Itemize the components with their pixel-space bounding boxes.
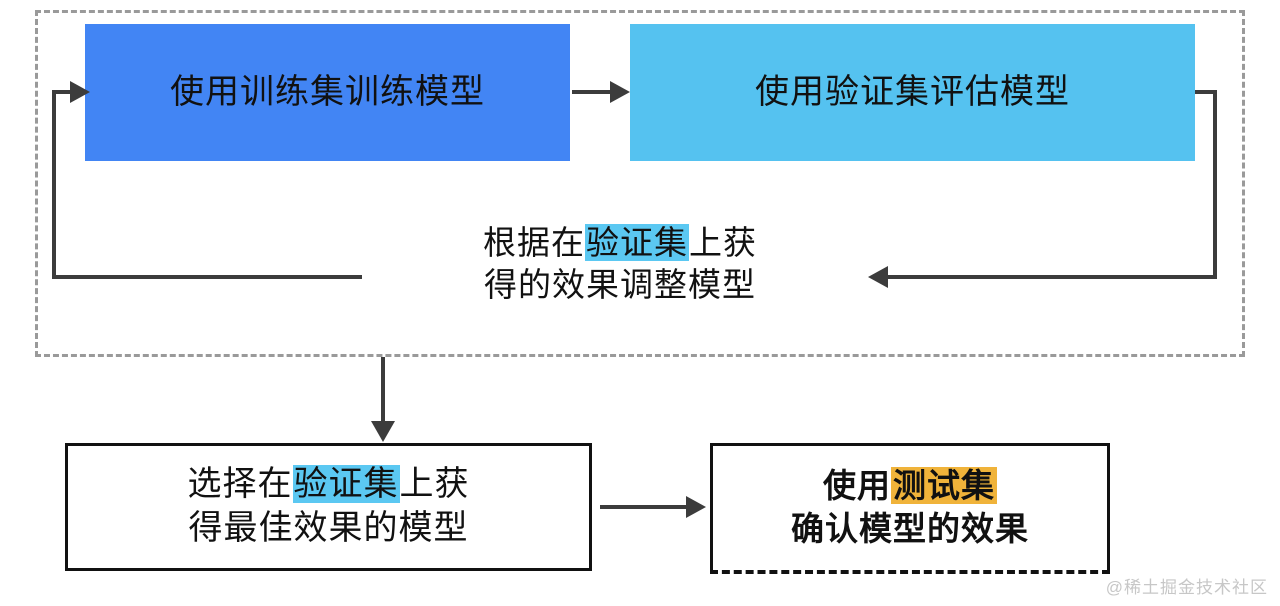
node-select-best-model-label: 选择在验证集上获 得最佳效果的模型 — [188, 463, 470, 550]
training-loop-group-border — [35, 10, 1245, 357]
connector-select-to-test-arrowhead — [686, 496, 706, 518]
loop-caption-line1-pre: 根据在 — [483, 224, 585, 261]
connector-loop-to-select-arrowhead — [371, 421, 395, 442]
node-test-testset-highlight: 测试集 — [891, 467, 997, 505]
node-select-validation-highlight: 验证集 — [292, 465, 400, 504]
loop-caption-validation-highlight: 验证集 — [585, 224, 689, 261]
loop-caption: 根据在验证集上获 得的效果调整模型 — [440, 222, 800, 306]
loop-caption-line-2: 得的效果调整模型 — [484, 266, 756, 304]
node-test-line1-pre: 使用 — [823, 467, 891, 505]
connector-feedback-left-vertical — [52, 92, 56, 277]
node-select-line1-pre: 选择在 — [187, 465, 293, 504]
node-test-label: 使用测试集 确认模型的效果 — [791, 465, 1029, 551]
connector-feedback-right-horizontal — [888, 275, 1217, 279]
node-train-model[interactable]: 使用训练集训练模型 — [85, 24, 570, 161]
node-evaluate-model-label: 使用验证集评估模型 — [755, 72, 1070, 111]
connector-loop-to-select-line — [381, 357, 385, 423]
node-train-model-label: 使用训练集训练模型 — [170, 72, 485, 111]
connector-select-to-test-line — [600, 505, 688, 509]
loop-caption-line1-post: 上获 — [689, 224, 757, 261]
connector-train-to-validate-line — [572, 90, 612, 94]
loop-caption-line-1: 根据在验证集上获 — [440, 222, 800, 264]
connector-feedback-left-arrowhead — [70, 81, 90, 103]
node-select-line1-post: 上获 — [399, 465, 470, 504]
node-test-line-1: 使用测试集 — [791, 465, 1029, 508]
node-confirm-with-test-set[interactable]: 使用测试集 确认模型的效果 — [710, 443, 1110, 574]
connector-feedback-right-arrowhead — [868, 266, 888, 288]
connector-feedback-left-stub — [52, 90, 74, 94]
connector-feedback-left-horizontal — [52, 275, 362, 279]
node-select-line-1: 选择在验证集上获 — [188, 463, 470, 507]
node-evaluate-model[interactable]: 使用验证集评估模型 — [630, 24, 1195, 161]
watermark: @稀土掘金技术社区 — [1105, 578, 1268, 597]
connector-feedback-right-vertical — [1213, 92, 1217, 277]
node-select-best-model[interactable]: 选择在验证集上获 得最佳效果的模型 — [65, 443, 592, 571]
connector-train-to-validate-arrowhead — [610, 81, 630, 103]
node-select-line-2: 得最佳效果的模型 — [188, 509, 469, 547]
node-test-line-2: 确认模型的效果 — [791, 510, 1029, 547]
connector-feedback-right-stub — [1195, 90, 1217, 94]
